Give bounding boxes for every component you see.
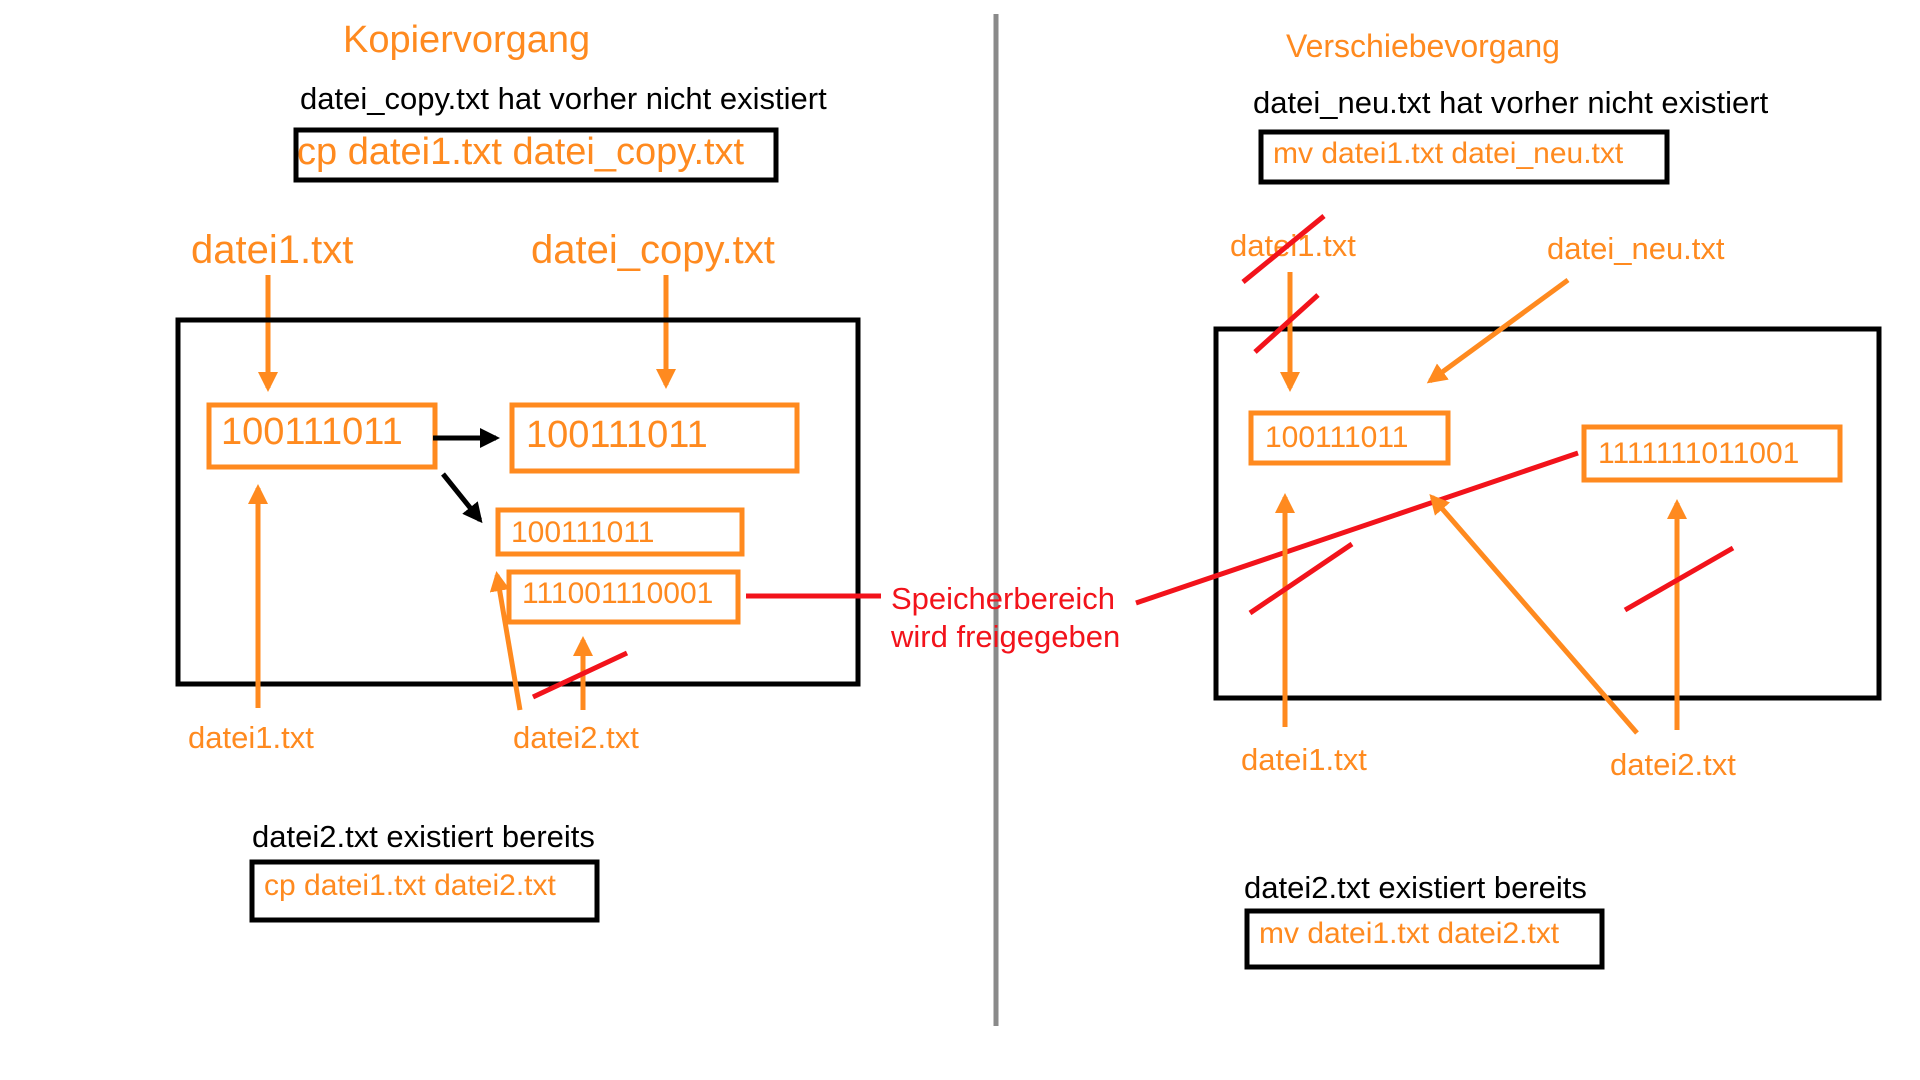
copy-bits-source: 100111011 <box>221 411 403 453</box>
copy-storage-frame <box>175 317 861 687</box>
copy-label-source: datei1.txt <box>191 228 353 272</box>
move-command-existing-box <box>1244 908 1605 970</box>
move-strike-bottom-file2 <box>1623 545 1735 613</box>
move-bits-file2: 1111111011001 <box>1598 437 1799 470</box>
copy-strike-file2-old <box>531 650 629 700</box>
move-strike-old-arrow <box>1253 293 1320 354</box>
copy-note-new: datei_copy.txt hat vorher nicht existier… <box>300 81 827 116</box>
copy-arrow-bottom-file2-new <box>489 571 523 711</box>
copy-arrow-to-overwrite <box>441 472 483 524</box>
move-arrow-bottom-file2-to-file1 <box>1429 493 1639 735</box>
copy-command-new: cp datei1.txt datei_copy.txt <box>297 131 745 173</box>
copy-note-existing: datei2.txt existiert bereits <box>252 819 595 854</box>
copy-label-bottom-file1: datei1.txt <box>188 720 314 755</box>
move-storage-frame <box>1213 326 1882 701</box>
freed-label-line2: wird freigegeben <box>890 619 1120 654</box>
copy-command-new-box <box>293 127 779 183</box>
move-label-bottom-file2: datei2.txt <box>1610 747 1736 782</box>
move-command-existing: mv datei1.txt datei2.txt <box>1259 917 1560 950</box>
move-strike-bottom-file1 <box>1248 541 1354 616</box>
move-note-new: datei_neu.txt hat vorher nicht existiert <box>1253 85 1769 120</box>
move-strike-old-name <box>1241 214 1326 284</box>
copy-block-old <box>506 569 741 625</box>
freed-connector-right <box>1135 450 1579 606</box>
move-command-new-box <box>1258 129 1670 185</box>
move-block-file1 <box>1248 410 1451 466</box>
copy-label-copy: datei_copy.txt <box>531 228 775 272</box>
copy-command-existing-box <box>249 859 600 923</box>
move-label-old-name: datei1.txt <box>1230 228 1356 263</box>
copy-bits-old: 111001110001 <box>522 577 713 610</box>
copy-command-existing: cp datei1.txt datei2.txt <box>264 869 557 902</box>
move-title: Verschiebevorgang <box>1286 28 1560 64</box>
copy-block-copy <box>509 402 800 474</box>
move-bits-file1: 100111011 <box>1265 421 1408 454</box>
copy-bits-copy: 100111011 <box>526 414 708 456</box>
move-label-new-name: datei_neu.txt <box>1547 231 1725 266</box>
copy-title: Kopiervorgang <box>343 19 590 61</box>
move-note-existing: datei2.txt existiert bereits <box>1244 870 1587 905</box>
move-label-bottom-file1: datei1.txt <box>1241 742 1367 777</box>
copy-label-bottom-file2: datei2.txt <box>513 720 639 755</box>
copy-bits-overwritten: 100111011 <box>511 516 654 549</box>
move-block-file2 <box>1581 424 1843 483</box>
freed-label-line1: Speicherbereich <box>891 581 1115 616</box>
copy-block-overwritten <box>495 507 745 557</box>
move-command-new: mv datei1.txt datei_neu.txt <box>1273 137 1624 170</box>
move-arrow-new-name <box>1426 277 1570 384</box>
